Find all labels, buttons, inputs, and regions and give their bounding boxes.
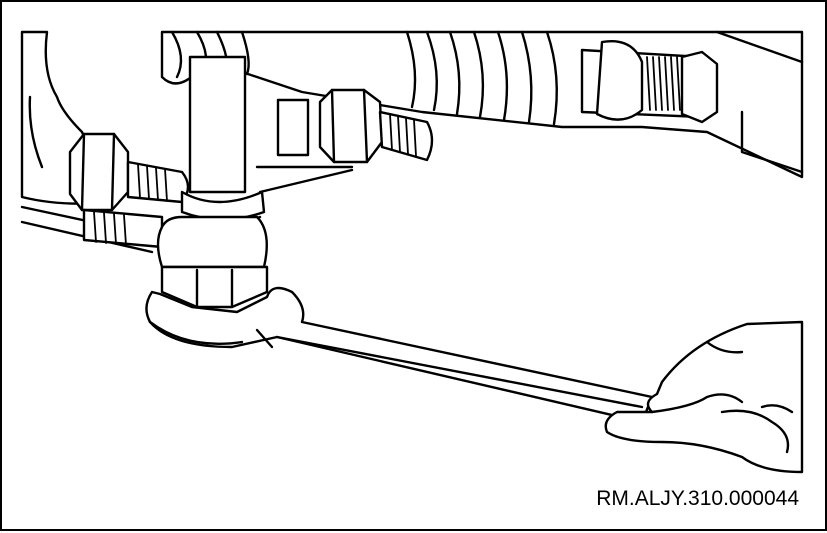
figure-caption: RM.ALJY.310.000044 (596, 487, 799, 510)
ball-joint (156, 55, 354, 309)
lower-left-threads (82, 208, 164, 249)
upper-right-bolt (318, 88, 434, 164)
upper-left-bolt (68, 132, 190, 212)
hand (604, 320, 804, 474)
